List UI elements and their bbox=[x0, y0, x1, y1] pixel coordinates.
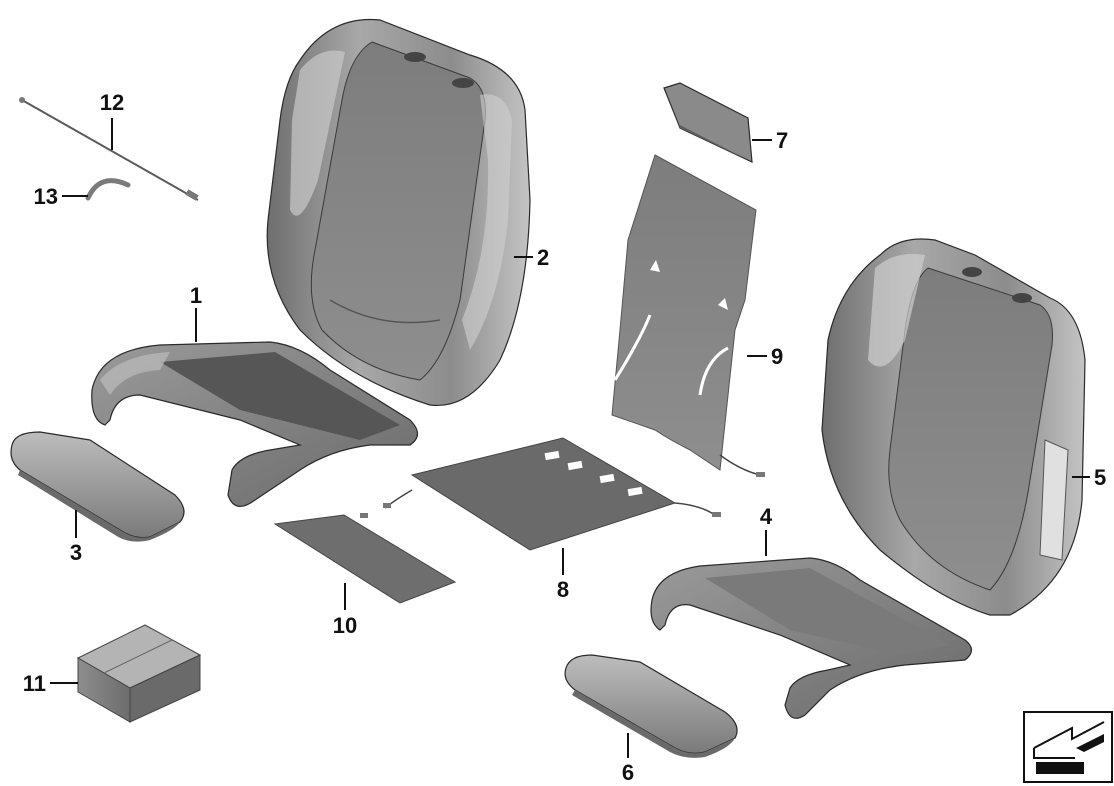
callout-part-7: 7 bbox=[776, 128, 788, 153]
seat-cushion-foam-part-1 bbox=[91, 341, 419, 507]
callout-part-3: 3 bbox=[70, 540, 82, 565]
seat-cushion-foam-part-4 bbox=[650, 557, 973, 719]
mat-part-10 bbox=[273, 513, 457, 604]
clip-part-13 bbox=[85, 178, 131, 201]
callout-part-11: 11 bbox=[23, 671, 46, 696]
callout-part-8: 8 bbox=[557, 577, 569, 602]
heating-mat-part-8 bbox=[383, 437, 721, 551]
callout-numbers: 1 2 3 4 5 6 7 8 9 10 11 12 13 bbox=[23, 90, 1107, 785]
cushion-pad-part-6 bbox=[564, 654, 738, 758]
foam-block-part-11 bbox=[76, 624, 202, 723]
callout-part-6: 6 bbox=[622, 760, 634, 785]
leader-lines bbox=[50, 118, 1090, 758]
callout-part-2: 2 bbox=[537, 245, 549, 270]
callout-part-13: 13 bbox=[34, 184, 58, 209]
callout-part-4: 4 bbox=[760, 504, 773, 529]
mat-part-7 bbox=[663, 82, 753, 163]
callout-part-12: 12 bbox=[100, 90, 124, 115]
direction-arrow-icon bbox=[1023, 711, 1113, 783]
callout-part-1: 1 bbox=[190, 283, 202, 308]
backrest-foam-part-2 bbox=[266, 18, 531, 407]
cable-part-12 bbox=[19, 97, 199, 201]
callout-part-5: 5 bbox=[1094, 465, 1106, 490]
callout-part-9: 9 bbox=[771, 344, 783, 369]
callout-part-10: 10 bbox=[333, 613, 357, 638]
backrest-foam-part-5 bbox=[821, 238, 1086, 616]
heating-mat-part-9 bbox=[611, 154, 765, 477]
cushion-pad-part-3 bbox=[10, 431, 185, 542]
